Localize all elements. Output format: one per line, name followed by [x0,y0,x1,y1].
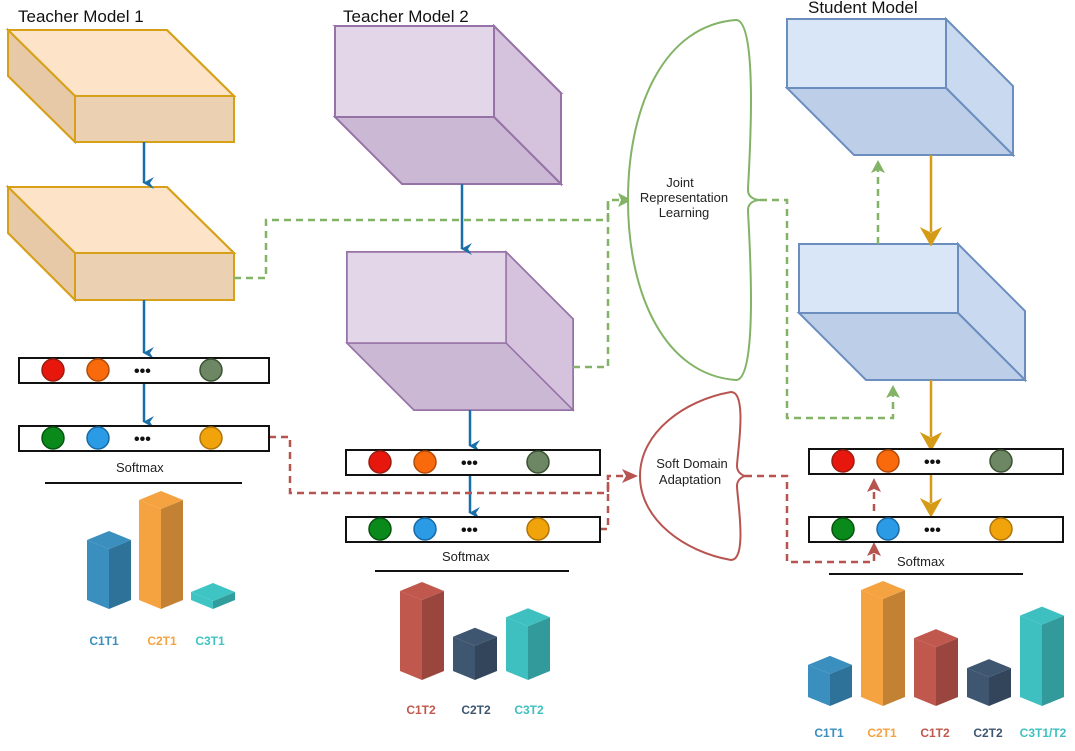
bar-top-face [87,531,131,549]
green-arrowheads [618,160,900,398]
bar-right-face [213,592,235,609]
soft-label-line-1: Soft Domain [656,456,728,471]
bar-left-face [87,540,109,609]
ellipsis: ••• [134,363,151,380]
bar-top-face [1020,606,1064,625]
bar-left-face [914,638,936,706]
bar-c2t2 [453,627,497,680]
bar-c1t1 [808,655,852,706]
red-arrowheads [622,469,881,556]
student-softmax-label: Softmax [897,554,945,569]
bar-c2t2 [967,659,1011,706]
teacher1-output-chart: C1T1 C2T1 C3T1 [87,491,235,648]
teacher2-layer-2 [345,250,575,412]
bar-left-face [808,664,830,706]
bar-label: C3T2 [514,703,544,717]
bar-label: C2T1 [147,634,177,648]
bar-left-face [861,590,883,706]
bar-left-face [453,636,475,680]
teacher2-layer-1 [332,23,564,187]
teacher1-title: Teacher Model 1 [18,7,144,26]
bar-left-face [400,591,422,680]
bar-label: C1T1 [89,634,119,648]
soft-label-line-2: Adaptation [659,472,721,487]
bar-label: C2T2 [461,703,491,717]
teacher2-logits-row: ••• [345,449,601,476]
bar-right-face [161,500,183,609]
bar-right-face [936,638,958,706]
teacher1-softmax-label: Softmax [116,460,164,475]
bar-left-face [191,592,213,609]
bar-right-face [475,636,497,680]
bar-right-face [528,617,550,680]
bar-label: C1T1 [814,726,844,740]
bar-left-face [506,617,528,680]
joint-representation-module: Joint Representation Learning [626,18,761,382]
teacher2-title: Teacher Model 2 [343,7,469,26]
bar-c3t1-t2 [1020,606,1064,706]
bar-right-face [1042,615,1064,706]
bar-right-face [422,591,444,680]
bar-right-face [109,540,131,609]
bar-top-face [453,627,497,646]
teacher1-layer-1 [5,27,237,145]
student-flow-arrows [919,155,943,518]
bar-c2t1 [861,581,905,706]
student-softmax-row: ••• [808,516,1064,543]
bar-top-face [861,581,905,599]
soft-domain-adaptation-module: Soft Domain Adaptation [638,390,746,562]
joint-label-line-1: Joint [666,175,694,190]
bar-top-face [139,491,183,509]
ellipsis: ••• [461,522,478,539]
bar-top-face [191,583,235,601]
bar-top-face [400,582,444,600]
bar-label: C1T2 [920,726,950,740]
bar-label: C3T1/T2 [1020,726,1067,740]
ellipsis: ••• [924,454,941,471]
bar-c3t1 [191,583,235,609]
teacher2-softmax-row: ••• [345,516,601,543]
joint-label-line-3: Learning [659,205,710,220]
bar-top-face [506,608,550,627]
bar-label: C2T2 [973,726,1003,740]
student-title: Student Model [808,0,918,17]
bar-top-face [808,655,852,674]
ellipsis: ••• [461,455,478,472]
ellipsis: ••• [924,522,941,539]
bar-left-face [139,500,161,609]
bar-c3t2 [506,608,550,680]
bar-right-face [989,668,1011,706]
student-logits-row: ••• [808,448,1064,475]
teacher2-output-chart: C1T2 C2T2 C3T2 [400,582,550,717]
bar-label: C1T2 [406,703,436,717]
student-layer-1 [784,16,1016,158]
bar-top-face [967,659,1011,678]
bar-c1t2 [914,629,958,706]
joint-representation-connectors [234,168,895,420]
bar-label: C2T1 [867,726,897,740]
bar-top-face [914,629,958,648]
ellipsis: ••• [134,431,151,448]
bar-left-face [1020,615,1042,706]
teacher1-softmax-row: ••• [18,425,270,452]
bar-c2t1 [139,491,183,609]
bar-label: C3T1 [195,634,225,648]
student-output-chart: C1T1 C2T1 C1T2 C2T2 C3T1/T2 [808,581,1067,740]
teacher1-layer-2 [5,184,237,303]
student-layer-2 [796,241,1028,383]
bar-right-face [883,590,905,706]
bar-right-face [830,664,852,706]
bar-c1t2 [400,582,444,680]
bar-c1t1 [87,531,131,609]
teacher1-logits-row: ••• [18,357,270,384]
teacher2-softmax-label: Softmax [442,549,490,564]
bar-left-face [967,668,989,706]
joint-label-line-2: Representation [640,190,728,205]
